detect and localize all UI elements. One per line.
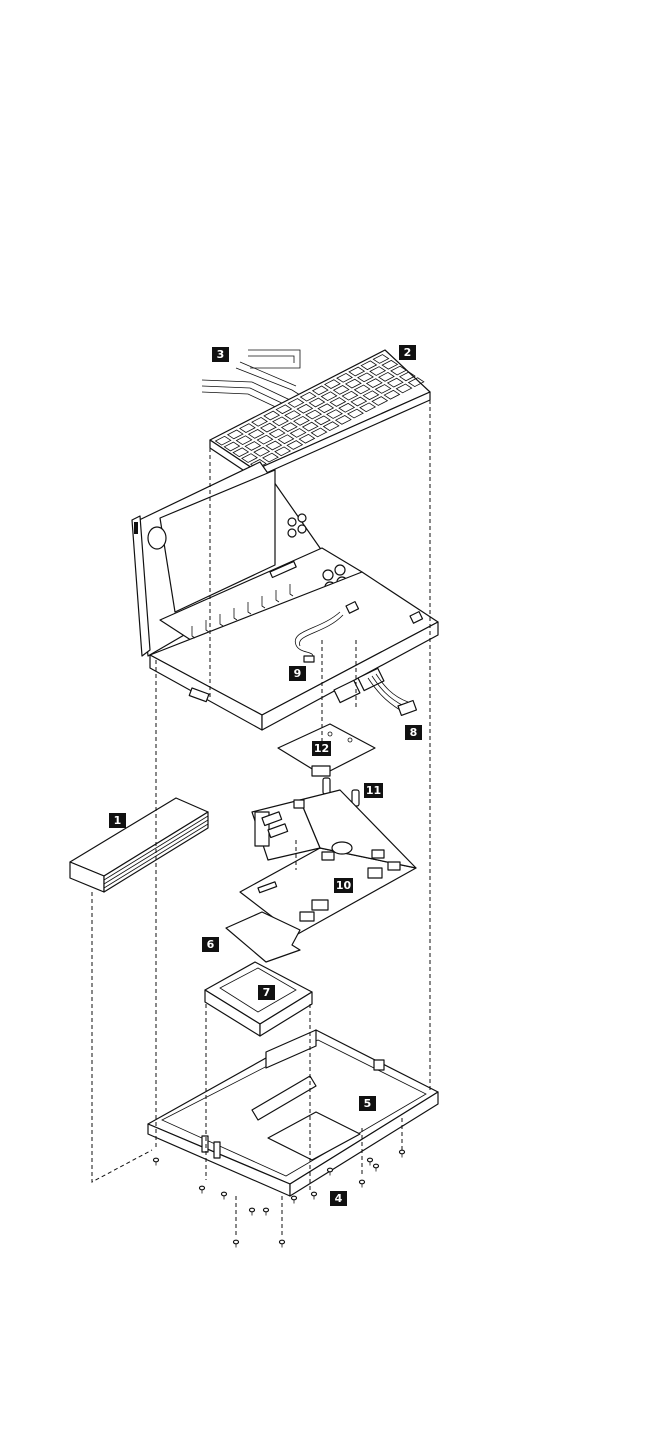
screw <box>292 1196 297 1203</box>
callout-7: 7 <box>258 985 275 1000</box>
screw <box>368 1158 373 1165</box>
cable-connector <box>368 674 416 715</box>
screw <box>280 1240 285 1247</box>
screw <box>154 1158 159 1165</box>
keyboard <box>210 350 430 478</box>
callout-1: 1 <box>109 813 126 828</box>
screw <box>374 1164 379 1171</box>
screw <box>222 1192 227 1199</box>
callout-5: 5 <box>359 1096 376 1111</box>
screw <box>264 1208 269 1215</box>
callout-12: 12 <box>312 741 331 756</box>
callout-2: 2 <box>399 345 416 360</box>
screw <box>250 1208 255 1215</box>
system-board <box>240 790 416 935</box>
screw <box>400 1150 405 1157</box>
screw <box>360 1180 365 1187</box>
callout-4: 4 <box>330 1191 347 1206</box>
screw <box>200 1186 205 1193</box>
callout-9: 9 <box>289 666 306 681</box>
screw <box>312 1192 317 1199</box>
screw <box>234 1240 239 1247</box>
callout-11: 11 <box>364 783 383 798</box>
display-top-case-assembly <box>132 462 438 730</box>
callout-3: 3 <box>212 347 229 362</box>
screw <box>328 1168 333 1175</box>
callout-6: 6 <box>202 937 219 952</box>
callout-8: 8 <box>405 725 422 740</box>
battery-pack <box>70 798 208 892</box>
bottom-case <box>148 1030 438 1196</box>
callout-10: 10 <box>334 878 353 893</box>
